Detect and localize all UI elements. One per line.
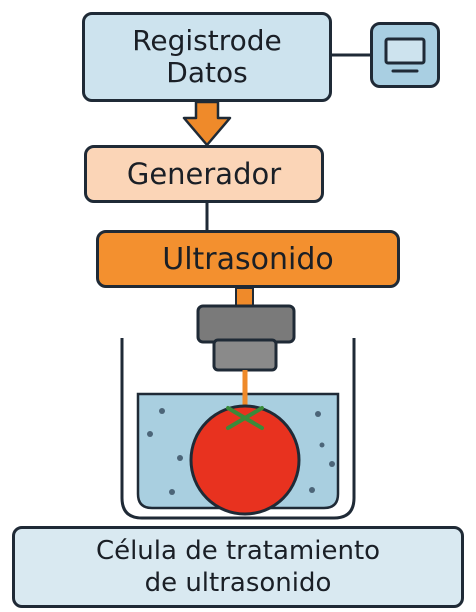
treatment-cell-caption: Célula de tratamiento de ultrasonido (12, 526, 464, 608)
treatment-cell-label-line2: de ultrasonido (144, 568, 332, 598)
transducer-head (196, 304, 296, 344)
monitor-glyph (384, 37, 426, 73)
treatment-cell-label-line1: Célula de tratamiento (95, 536, 381, 566)
ultrasound-block: Ultrasonido (96, 230, 400, 288)
tomato-icon (189, 404, 301, 516)
down-arrow-icon (182, 100, 232, 147)
beaker-outer (120, 338, 356, 520)
generator-block: Generador (84, 145, 324, 203)
data-logger-label-line2: Datos (166, 56, 248, 89)
bubbles (147, 408, 335, 495)
generator-label: Generador (126, 157, 282, 191)
tomato-stem (226, 406, 264, 430)
computer-monitor-icon (370, 22, 440, 88)
ultrasound-label: Ultrasonido (162, 241, 334, 277)
data-logger-label-line1: Registrode (132, 24, 282, 57)
data-logger-block: Registrode Datos (82, 12, 332, 102)
transducer-neck (212, 338, 278, 372)
